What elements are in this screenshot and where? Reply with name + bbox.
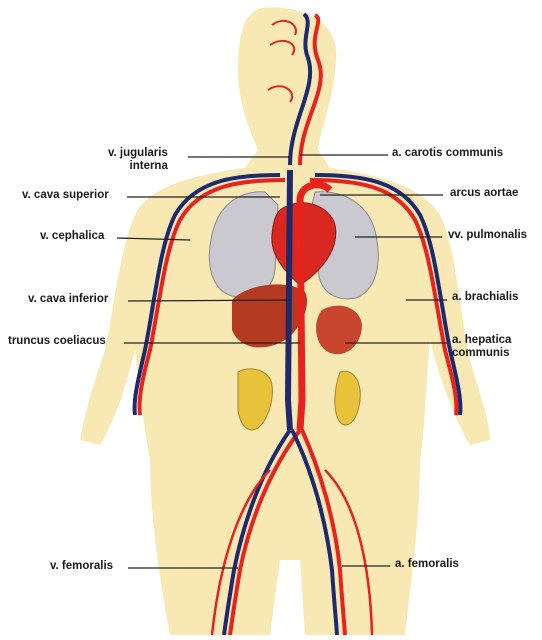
- label-v-cephalica: v. cephalica: [40, 230, 104, 243]
- label-v-cava-superior: v. cava superior: [22, 189, 109, 202]
- label-a-hepatica-line1: a. hepatica: [452, 334, 511, 347]
- label-vv-pulmonalis: vv. pulmonalis: [448, 229, 527, 242]
- label-a-hepatica-communis: a. hepatica communis: [452, 334, 511, 360]
- label-truncus-coeliacus: truncus coeliacus: [8, 335, 106, 348]
- label-a-carotis-communis: a. carotis communis: [392, 147, 503, 160]
- label-v-jugularis-interna: v. jugularis interna: [108, 147, 168, 173]
- label-a-brachialis: a. brachialis: [452, 291, 518, 304]
- label-v-cava-inferior: v. cava inferior: [28, 293, 108, 306]
- label-a-femoralis: a. femoralis: [395, 558, 459, 571]
- aorta-trunk: [300, 200, 302, 430]
- label-a-hepatica-line2: communis: [452, 347, 511, 360]
- label-arcus-aortae: arcus aortae: [450, 187, 518, 200]
- label-v-jugularis-line1: v. jugularis: [108, 147, 168, 160]
- label-v-jugularis-line2: interna: [108, 160, 168, 173]
- label-v-femoralis: v. femoralis: [50, 560, 113, 573]
